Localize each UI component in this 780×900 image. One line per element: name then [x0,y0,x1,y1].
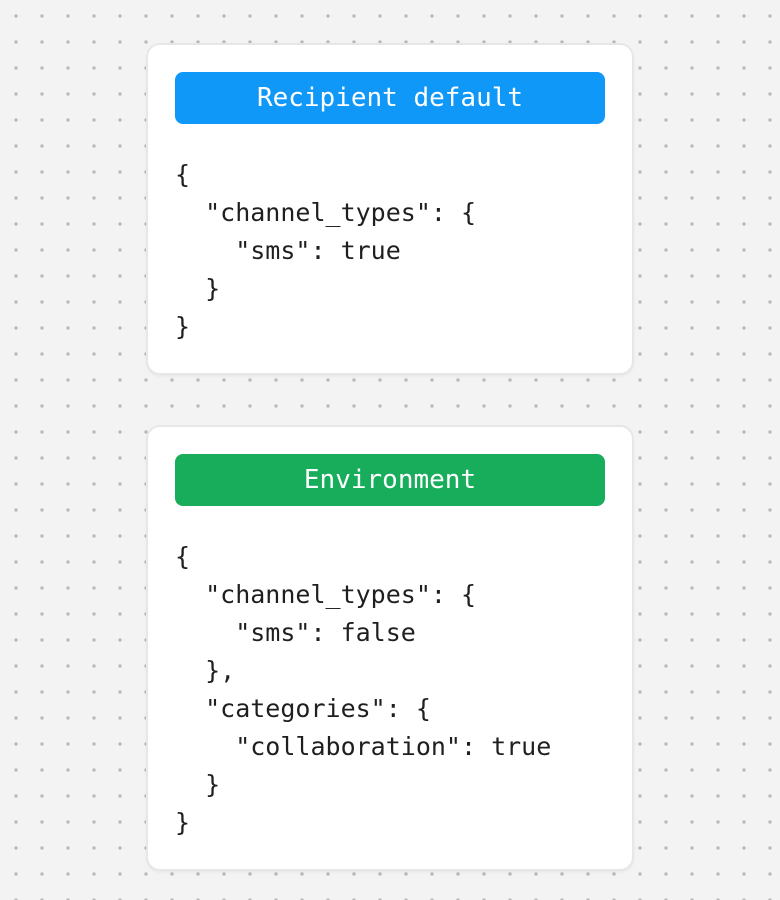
recipient-default-json-code: { "channel_types": { "sms": true } } [175,160,477,341]
recipient-default-badge: Recipient default [175,72,605,124]
environment-json-code: { "channel_types": { "sms": false }, "ca… [175,542,552,837]
card-recipient-default: Recipient default { "channel_types": { "… [146,43,634,375]
card-environment: Environment { "channel_types": { "sms": … [146,425,634,871]
environment-badge: Environment [175,454,605,506]
